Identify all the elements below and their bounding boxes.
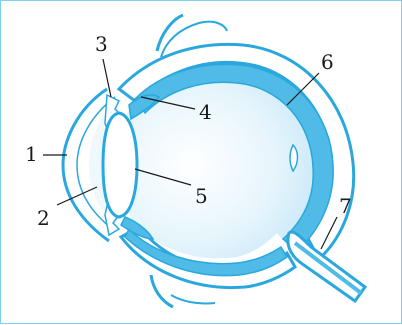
label-3: 3: [95, 32, 108, 56]
lens: [103, 113, 137, 217]
label-7: 7: [339, 194, 352, 218]
lower-eyelid-outline: [151, 275, 173, 307]
label-2: 2: [37, 206, 50, 230]
label-5: 5: [195, 184, 208, 208]
lower-eyelid-inner: [171, 295, 215, 304]
label-4: 4: [199, 100, 212, 124]
label-6: 6: [321, 50, 334, 74]
leader-line-2: [57, 187, 97, 205]
label-1: 1: [25, 142, 38, 166]
